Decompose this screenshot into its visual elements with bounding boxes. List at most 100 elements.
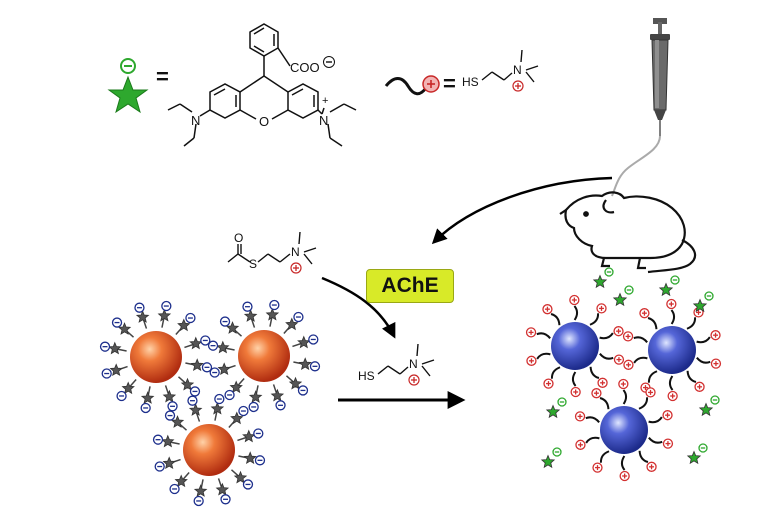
positive-charge-icon	[574, 411, 586, 422]
silver-nanoparticle	[648, 326, 696, 374]
negative-charge-icon	[167, 401, 178, 412]
negative-charge-icon	[161, 300, 172, 312]
positive-charge-icon	[639, 308, 650, 319]
ring-oxygen: O	[259, 114, 269, 129]
rhodamine-structure	[167, 23, 357, 147]
dye-negative-icon	[552, 447, 562, 457]
positive-charge-icon	[645, 387, 656, 398]
positive-charge-icon	[543, 378, 554, 389]
free-dye-star	[592, 274, 608, 289]
acetylthiocholine-structure: O S N	[227, 231, 317, 274]
negative-charge-icon	[189, 386, 201, 397]
injection-arrow	[431, 176, 613, 245]
thioester-s-label: S	[249, 257, 257, 271]
positive-charge-icon	[569, 294, 580, 306]
negative-charge-icon	[297, 385, 309, 396]
negative-charge-icon	[207, 340, 219, 351]
positive-charge-icon	[575, 439, 586, 450]
thiocholine-product: HS N	[358, 343, 435, 386]
negative-charge-icon	[201, 362, 213, 373]
bound-dye-star	[285, 317, 299, 331]
dye-negative-icon	[557, 397, 567, 407]
negative-charge-icon	[308, 334, 319, 345]
dye-negative-icon	[670, 275, 680, 285]
iminium-plus: +	[322, 95, 328, 107]
positive-charge-icon	[597, 377, 608, 388]
negative-charge-icon	[116, 390, 127, 402]
ammonium-plus-icon	[512, 80, 524, 92]
negative-charge-icon	[248, 401, 259, 413]
negative-charge-icon	[152, 434, 164, 445]
positive-charge-icon	[710, 330, 721, 341]
bound-dye-star	[180, 377, 195, 391]
ache-label: AChE	[381, 274, 439, 297]
dye-coated-nanoparticles	[99, 299, 321, 507]
free-dye-star	[545, 404, 561, 419]
gold-nanoparticle	[238, 330, 290, 382]
gold-nanoparticle	[183, 424, 235, 476]
negative-charge-icon	[220, 494, 231, 505]
positive-charge-icon	[570, 386, 581, 398]
positive-charge-icon	[622, 331, 634, 342]
dye-star-icon	[107, 58, 149, 114]
dye-legend: =	[107, 23, 357, 147]
bound-dye-star	[140, 391, 155, 404]
dye-negative-icon	[698, 443, 708, 453]
product-plus-icon	[408, 374, 420, 386]
positive-charge-icon	[710, 358, 722, 369]
positive-charge-icon	[526, 355, 537, 366]
negative-charge-icon	[140, 402, 151, 414]
bound-dye-star	[108, 341, 122, 355]
positive-charge-icon	[591, 388, 602, 399]
negative-charge-icon	[214, 393, 225, 405]
positive-charge-icon	[592, 462, 603, 473]
bound-dye-star	[135, 310, 150, 323]
bound-dye-star	[243, 451, 257, 465]
bound-dye-star	[162, 389, 177, 403]
negative-charge-icon	[238, 405, 249, 417]
negative-charge-icon	[193, 495, 204, 507]
bound-dye-star	[157, 308, 172, 322]
positive-charge-icon	[596, 303, 607, 314]
dye-negative-icon	[704, 291, 714, 301]
ammonium-n-label: N	[513, 63, 522, 77]
positive-charge-icon	[662, 438, 674, 449]
ligand-equals: =	[443, 71, 456, 96]
negative-charge-icon	[111, 317, 123, 328]
negative-charge-icon	[254, 455, 266, 466]
dye-negative-icon	[604, 267, 614, 277]
positive-charge-icon	[623, 359, 634, 370]
dye-negative-icon	[710, 395, 720, 405]
gold-nanoparticle	[130, 331, 182, 383]
free-dye-star	[698, 402, 714, 417]
bound-dye-star	[189, 336, 203, 350]
syringe-icon	[611, 18, 670, 197]
bound-dye-star	[161, 434, 175, 448]
silver-nanoparticle	[600, 406, 648, 454]
positive-charge-icon	[613, 326, 624, 337]
positive-charge-icon	[666, 298, 677, 310]
negative-charge-icon	[209, 367, 220, 378]
thiol-hs-label: HS	[462, 75, 479, 89]
bound-dye-star	[243, 309, 258, 322]
substrate-plus-icon	[290, 262, 302, 274]
dye-negative-icon	[624, 285, 634, 295]
negative-charge-icon	[134, 302, 145, 313]
bound-dye-star	[242, 429, 256, 443]
negative-charge-icon	[309, 361, 321, 372]
bound-dye-star	[109, 363, 123, 377]
bound-dye-star	[190, 358, 204, 372]
bound-dye-star	[233, 470, 248, 484]
amine-n-left: N	[191, 113, 200, 128]
negative-charge-icon	[224, 389, 235, 401]
positive-charge-icon	[618, 378, 629, 390]
carboxylate-label: COO	[290, 60, 320, 75]
negative-charge-icon	[269, 299, 280, 311]
bound-dye-star	[117, 322, 132, 335]
carboxylate-charge-icon	[323, 56, 335, 68]
negative-charge-icon	[293, 311, 304, 323]
bound-dye-star	[229, 380, 243, 394]
free-dye-star	[612, 292, 628, 307]
negative-charge-icon	[185, 312, 196, 324]
negative-charge-icon	[219, 316, 231, 327]
